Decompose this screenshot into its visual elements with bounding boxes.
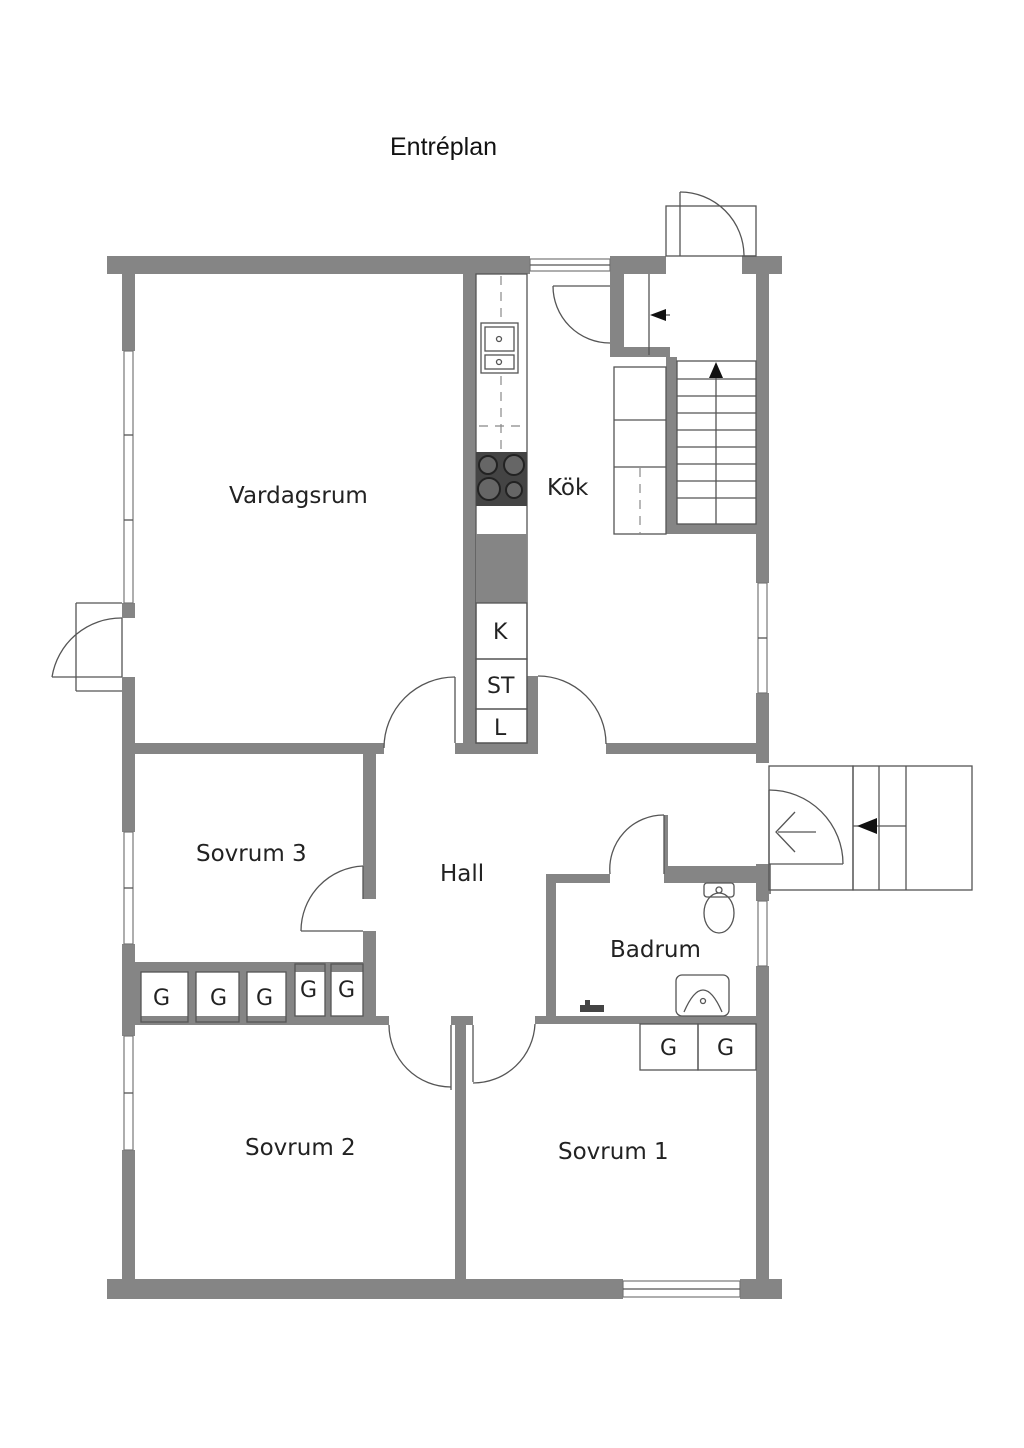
plan-title: Entréplan bbox=[390, 133, 497, 161]
stairs bbox=[613, 274, 973, 891]
bathroom-fixtures bbox=[580, 882, 735, 1017]
walls bbox=[107, 256, 782, 1299]
wardrobe-label: G bbox=[210, 986, 227, 1011]
room-label-badrum: Badrum bbox=[610, 937, 701, 963]
fixture-label-k: K bbox=[493, 620, 508, 645]
room-label-sovrum-1: Sovrum 1 bbox=[558, 1139, 669, 1165]
fixture-label-st: ST bbox=[487, 674, 515, 699]
doors bbox=[51, 191, 854, 1090]
wardrobe-label: G bbox=[338, 978, 355, 1003]
room-label-vardagsrum: Vardagsrum bbox=[229, 483, 368, 509]
room-label-hall: Hall bbox=[440, 861, 484, 887]
wardrobe-label: G bbox=[153, 986, 170, 1011]
kitchen-fixtures bbox=[475, 273, 528, 744]
wardrobes bbox=[140, 963, 757, 1071]
room-label-sovrum-3: Sovrum 3 bbox=[196, 841, 307, 867]
room-label-kok: Kök bbox=[547, 475, 589, 501]
wardrobe-label: G bbox=[300, 978, 317, 1003]
room-label-sovrum-2: Sovrum 2 bbox=[245, 1135, 356, 1161]
fixture-label-l: L bbox=[494, 716, 507, 741]
windows bbox=[123, 258, 768, 1298]
wardrobe-label: G bbox=[256, 986, 273, 1011]
wardrobe-label: G bbox=[660, 1036, 677, 1061]
wardrobe-label: G bbox=[717, 1036, 734, 1061]
